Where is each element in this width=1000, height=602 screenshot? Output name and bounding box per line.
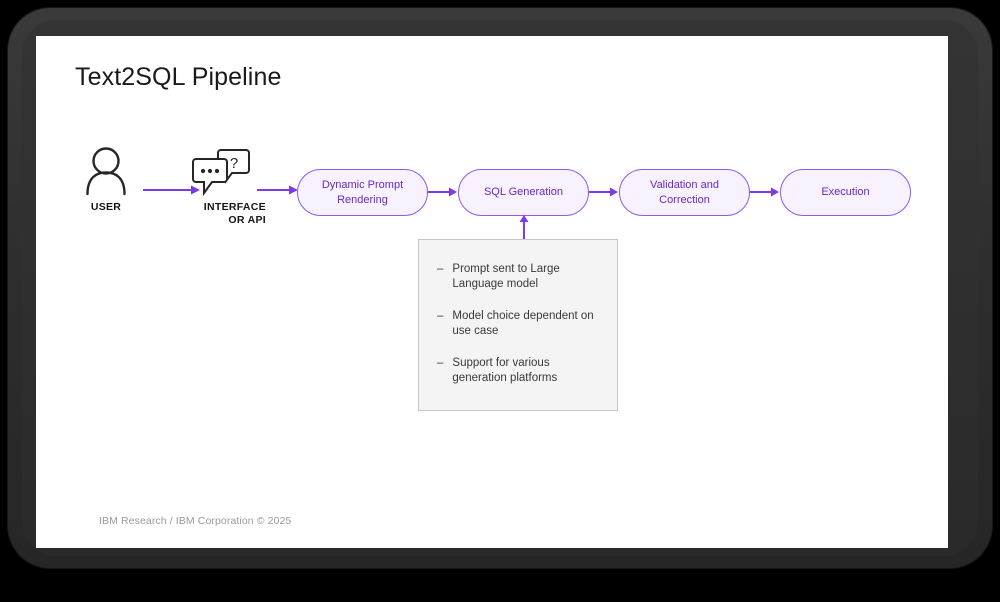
arrow-callout-to-sql-generation: [517, 215, 531, 241]
callout-item: – Model choice dependent on use case: [437, 309, 603, 339]
stage-label-2: SQL Generation: [483, 186, 564, 198]
stage-label-1-line1: Dynamic Prompt: [321, 178, 404, 191]
callout-item: – Support for various generation platfor…: [437, 356, 603, 386]
callout-item-text: Support for various generation platforms: [452, 357, 558, 384]
arrow-interface-to-stage1: [257, 184, 299, 196]
stage-pill-sql-generation[interactable]: SQL Generation: [458, 169, 589, 216]
callout-bullet-marker: –: [437, 310, 444, 322]
chat-bubbles-icon: ?: [191, 146, 251, 198]
node-caption-interface: INTERFACE OR API: [203, 201, 266, 226]
presentation-slide: Text2SQL Pipeline USER: [36, 36, 948, 548]
stage-label-3-line2: Correction: [659, 193, 710, 206]
stage-label-3-line1: Validation and: [650, 178, 719, 191]
stage-label-1: Dynamic Prompt Rendering: [322, 178, 403, 208]
user-icon: [84, 146, 128, 196]
stage-pill-execution[interactable]: Execution: [780, 169, 911, 216]
arrow-stage2-to-stage3: [589, 186, 619, 198]
callout-item: – Prompt sent to Large Language model: [437, 262, 603, 292]
arrow-stage3-to-stage4: [750, 186, 780, 198]
callout-bullet-marker: –: [437, 357, 444, 369]
arrow-stage1-to-stage2: [428, 186, 458, 198]
stage-label-4: Execution: [821, 186, 870, 198]
arrow-user-to-interface: [143, 184, 201, 196]
page-title: Text2SQL Pipeline: [75, 63, 282, 91]
callout-item-text: Prompt sent to Large Language model: [452, 263, 560, 290]
slide-footer: IBM Research / IBM Corporation © 2025: [99, 515, 292, 527]
stage-pill-dynamic-prompt-rendering[interactable]: Dynamic Prompt Rendering: [297, 169, 428, 216]
node-caption-user: USER: [90, 201, 122, 213]
device-bezel: Text2SQL Pipeline USER: [8, 8, 992, 568]
pipeline-diagram: USER ?: [36, 36, 948, 548]
callout-box-sql-generation: – Prompt sent to Large Language model – …: [418, 239, 618, 411]
stage-label-3: Validation and Correction: [650, 178, 719, 208]
callout-item-text: Model choice dependent on use case: [452, 310, 594, 337]
stage-label-1-line2: Rendering: [337, 193, 388, 206]
svg-text:?: ?: [230, 155, 238, 172]
stage-pill-validation-and-correction[interactable]: Validation and Correction: [619, 169, 750, 216]
callout-bullet-marker: –: [437, 263, 444, 275]
